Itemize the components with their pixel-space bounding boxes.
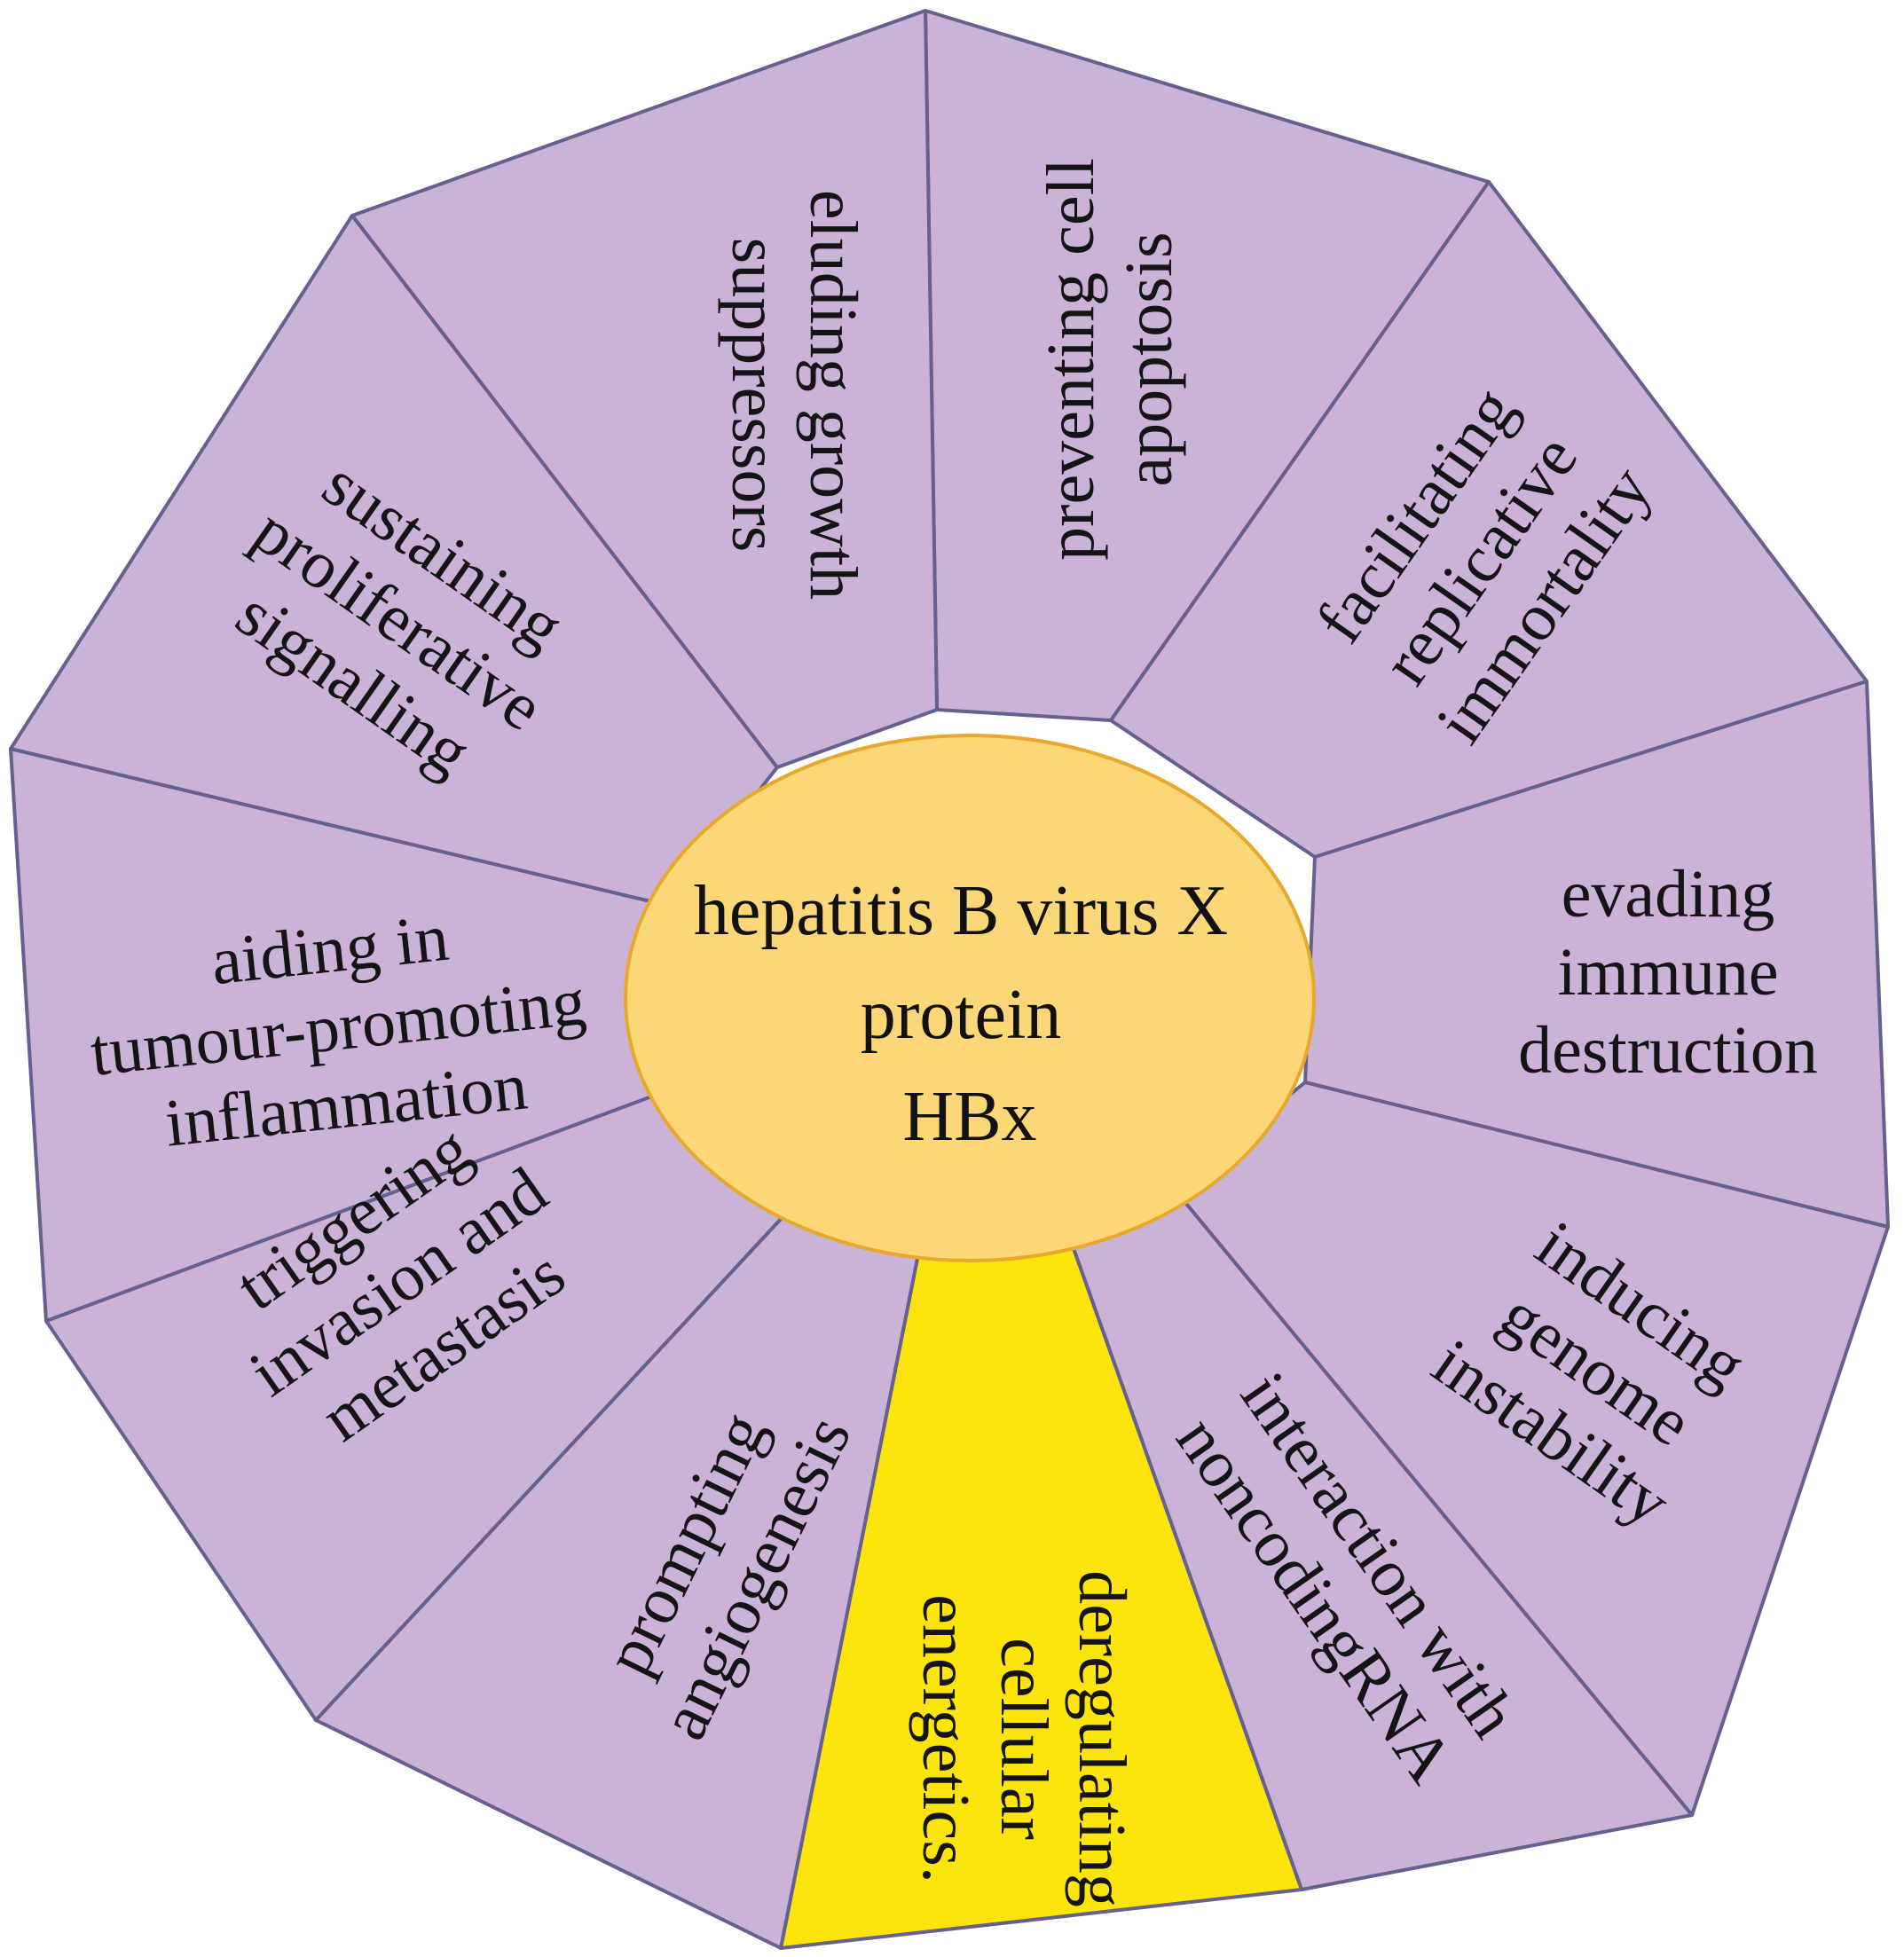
segment-label-line: immune [1557,935,1778,1010]
segments-layer [9,9,1890,1950]
segment-label-line: destruction [1518,1013,1818,1088]
center-hub: hepatitis B virus X protein HBx [624,734,1316,1262]
segment-label-line: suppressors [718,238,792,553]
center-line-1: hepatitis B virus X [694,872,1228,950]
segment-label-line: cellular [987,1638,1061,1840]
segment-label-eluding-growth-suppressors: eluding growthsuppressors [718,190,870,600]
segment-label-line: energetics. [909,1594,983,1883]
segment-label-line: deregulating [1065,1570,1139,1907]
center-line-3: HBx [902,1078,1036,1156]
segment-label-deregulating-cellular-energetics: deregulatingcellularenergetics. [909,1570,1139,1907]
segment-label-line: evading [1562,857,1775,931]
segment-label-line: eluding growth [796,190,870,600]
center-title: hepatitis B virus X protein HBx [694,872,1246,1156]
center-ellipse [624,734,1316,1262]
center-line-2: protein [861,976,1062,1054]
segment-label-preventing-cell-apoptosis: preventing cellapoptosis [1034,158,1186,561]
segment-label-line: preventing cell [1034,158,1108,561]
segment-sustaining-proliferative-signalling [350,9,939,769]
segment-label-aiding-in-tumour-promoting-inflammation: aiding intumour-promotinginflammation [79,886,597,1167]
segment-label-line: apoptosis [1112,232,1186,486]
